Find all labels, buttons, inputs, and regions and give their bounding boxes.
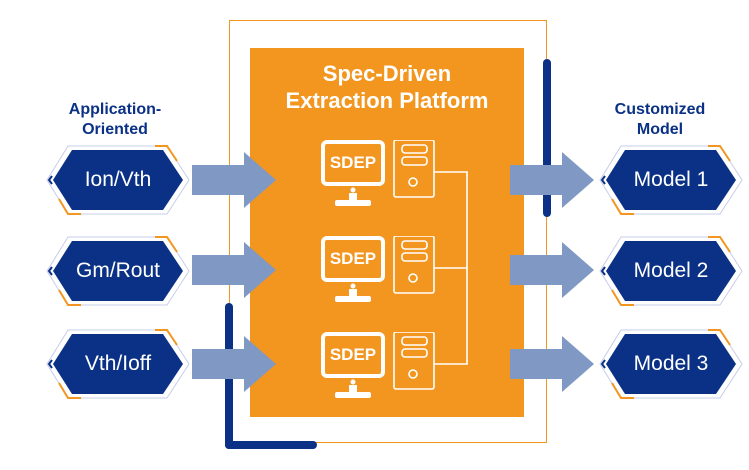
platform-title-line2: Extraction Platform [285, 88, 489, 113]
monitor-icon [321, 332, 385, 398]
hexagon-shape [599, 145, 743, 215]
accent-bar-right [543, 59, 551, 217]
sdep-station: SDEP [321, 332, 467, 408]
hexagon-label: Vth/Ioff [84, 352, 152, 375]
network-connector-lines [434, 171, 468, 365]
input-arrow-3 [192, 336, 276, 392]
sdep-station: SDEP [321, 236, 467, 312]
output-model-2: Model 2 [596, 234, 746, 308]
platform-title-line1: Spec-Driven [322, 61, 452, 86]
output-arrow-1 [510, 152, 594, 208]
monitor-icon [321, 140, 385, 206]
hexagon-shape [599, 236, 743, 306]
server-tower-icon [393, 140, 435, 198]
sdep-station: SDEP [321, 140, 467, 216]
output-model-1: Model 1 [596, 143, 746, 217]
output-model-3: Model 3 [596, 327, 746, 401]
output-arrow-2 [510, 242, 594, 298]
input-column-label-line2: Oriented [82, 121, 148, 138]
monitor-icon [321, 236, 385, 302]
hexagon-label: Model 1 [633, 168, 709, 191]
hexagon-shape [46, 329, 190, 399]
output-column-label-line2: Model [636, 121, 684, 138]
station-label: SDEP [329, 345, 377, 364]
extraction-platform: Spec-Driven Extraction Platform SDEP SDE… [250, 48, 524, 417]
input-spec-ion-vth: Ion/Vth [43, 143, 193, 217]
input-arrow-2 [192, 242, 276, 298]
server-tower-icon [393, 236, 435, 294]
input-column-label: Application- Oriented [40, 100, 190, 140]
outer-frame [229, 20, 547, 443]
hexagon-label: Gm/Rout [75, 259, 161, 282]
hexagon-label: Model 3 [633, 352, 709, 375]
input-spec-gm-rout: Gm/Rout [43, 234, 193, 308]
hexagon-label: Ion/Vth [84, 168, 152, 191]
output-column-label: Customized Model [585, 100, 735, 140]
output-arrow-3 [510, 336, 594, 392]
platform-title: Spec-Driven Extraction Platform [250, 60, 524, 114]
accent-bar-bottom [225, 441, 317, 449]
server-tower-icon [393, 332, 435, 390]
hexagon-shape [46, 236, 190, 306]
input-column-label-line1: Application- [68, 101, 162, 118]
station-label: SDEP [329, 153, 377, 172]
station-label: SDEP [329, 249, 377, 268]
hexagon-shape [599, 329, 743, 399]
hexagon-label: Model 2 [633, 259, 709, 282]
hexagon-shape [46, 145, 190, 215]
input-arrow-1 [192, 152, 276, 208]
output-column-label-line1: Customized [614, 101, 706, 118]
input-spec-vth-ioff: Vth/Ioff [43, 327, 193, 401]
